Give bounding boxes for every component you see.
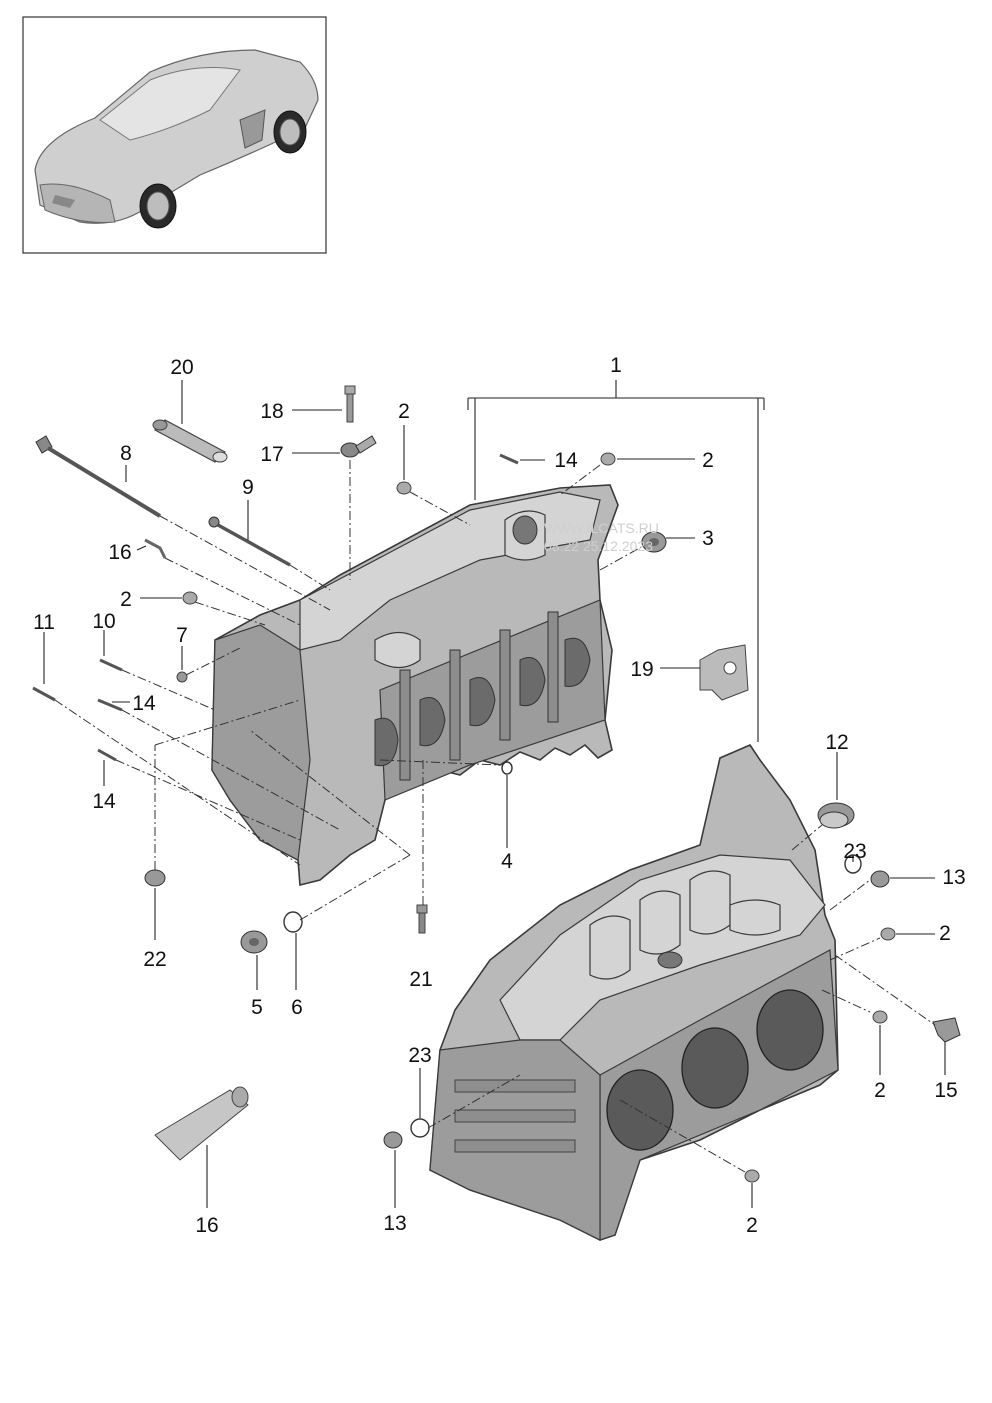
vehicle-thumbnail (22, 16, 327, 254)
callout-14-b: 14 (132, 692, 156, 715)
part-13-plugs (383, 870, 890, 1149)
callout-17: 17 (260, 443, 283, 466)
part-4-oring (501, 761, 513, 775)
part-5-plug (240, 930, 268, 954)
callout-22: 22 (143, 948, 166, 971)
callout-2-e: 2 (874, 1079, 886, 1102)
main-bearing-saddles (374, 637, 591, 767)
part-16-sealant-tube (154, 1086, 249, 1161)
part-14-bolts (97, 453, 519, 762)
callout-23-b: 23 (408, 1044, 431, 1067)
watermark: WWW.ILCATS.RU 08.22 25.12.2023 (544, 520, 659, 554)
part-18-bolt (344, 385, 356, 423)
callout-labels: 1 20 18 2 14 2 17 8 9 3 16 2 11 10 7 19 … (33, 354, 966, 1237)
callout-2-f: 2 (746, 1214, 758, 1237)
part-8-long-bolt (35, 435, 162, 518)
cylinder-bores (606, 989, 824, 1151)
part-21-bolt (416, 904, 428, 934)
callout-9: 9 (242, 476, 254, 499)
cylinder-ribs (589, 870, 731, 980)
callout-16-b: 16 (195, 1214, 218, 1237)
callout-4: 4 (501, 850, 513, 873)
part-19-bracket (699, 644, 749, 701)
callout-3: 3 (702, 527, 714, 550)
part-3-knock-sensor (641, 531, 667, 553)
part-7-plug (176, 671, 188, 683)
car-illustration (34, 49, 319, 229)
callout-18: 18 (260, 400, 283, 423)
part-2-plugs (182, 452, 896, 1183)
part-11-bolt (32, 686, 56, 702)
callout-19: 19 (630, 658, 653, 681)
callout-13-a: 13 (942, 866, 965, 889)
part-12-seal (817, 802, 855, 829)
callout-1: 1 (610, 354, 622, 377)
assembly-bracket-1 (467, 380, 765, 742)
crankcase-lower-half (429, 744, 839, 1241)
part-20-sleeve (152, 419, 228, 463)
callout-2-b: 2 (702, 449, 714, 472)
callout-15: 15 (934, 1079, 957, 1102)
part-15-fitting (932, 1017, 961, 1043)
callout-20: 20 (170, 356, 193, 379)
callout-13-b: 13 (383, 1212, 406, 1235)
callout-2-c: 2 (120, 588, 132, 611)
callout-23-a: 23 (843, 840, 866, 863)
part-17-sensor (340, 435, 377, 458)
callout-11: 11 (33, 611, 55, 634)
callout-2-d: 2 (939, 922, 951, 945)
callout-6: 6 (291, 996, 303, 1019)
bearing-webs (399, 611, 559, 781)
watermark-line-2: 08.22 25.12.2023 (544, 538, 653, 554)
callout-21: 21 (409, 968, 432, 991)
crankcase-upper-half (211, 484, 619, 887)
assembly-lines (54, 460, 936, 1173)
callout-5: 5 (251, 996, 263, 1019)
part-22-plug (144, 869, 166, 887)
part-16-dowel (144, 538, 167, 559)
watermark-line-1: WWW.ILCATS.RU (544, 520, 659, 536)
callout-16-a: 16 (108, 541, 131, 564)
leader-lines (43, 380, 946, 1208)
part-9-bolt (208, 516, 291, 567)
part-10-bolt (99, 658, 123, 672)
callout-2-a: 2 (398, 400, 410, 423)
callout-8: 8 (120, 442, 132, 465)
callout-14-c: 14 (92, 790, 116, 813)
callout-10: 10 (92, 610, 115, 633)
callout-12: 12 (825, 731, 848, 754)
callout-7: 7 (176, 624, 188, 647)
callout-14-a: 14 (554, 449, 578, 472)
part-6-oring (283, 911, 303, 933)
